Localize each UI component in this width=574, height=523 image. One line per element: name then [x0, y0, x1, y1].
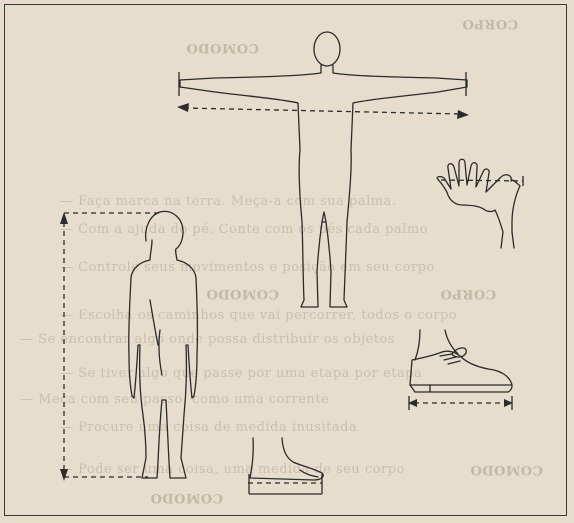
shoe-length-figure	[408, 330, 513, 410]
arm-contour	[150, 300, 158, 345]
arrow-left-head	[177, 103, 189, 112]
arrow-right-head	[457, 110, 469, 119]
arrow-top-head	[60, 212, 68, 224]
shoe-laces	[440, 354, 460, 364]
body-outline	[180, 65, 467, 307]
head	[314, 32, 340, 66]
height-figure	[60, 211, 197, 481]
toe-lines	[300, 470, 318, 477]
foot-length-figure	[248, 438, 323, 494]
body-outline	[129, 240, 198, 478]
arm-span-dashed-line	[184, 108, 462, 114]
arrow-bottom-head	[60, 469, 68, 481]
crotch-line	[322, 212, 326, 222]
ankle-left	[415, 330, 420, 360]
foot-outline	[250, 438, 323, 480]
hand-span-figure	[437, 159, 523, 248]
hand-outline	[437, 159, 520, 248]
arm-span-figure	[177, 32, 469, 307]
back-contour	[159, 330, 162, 375]
